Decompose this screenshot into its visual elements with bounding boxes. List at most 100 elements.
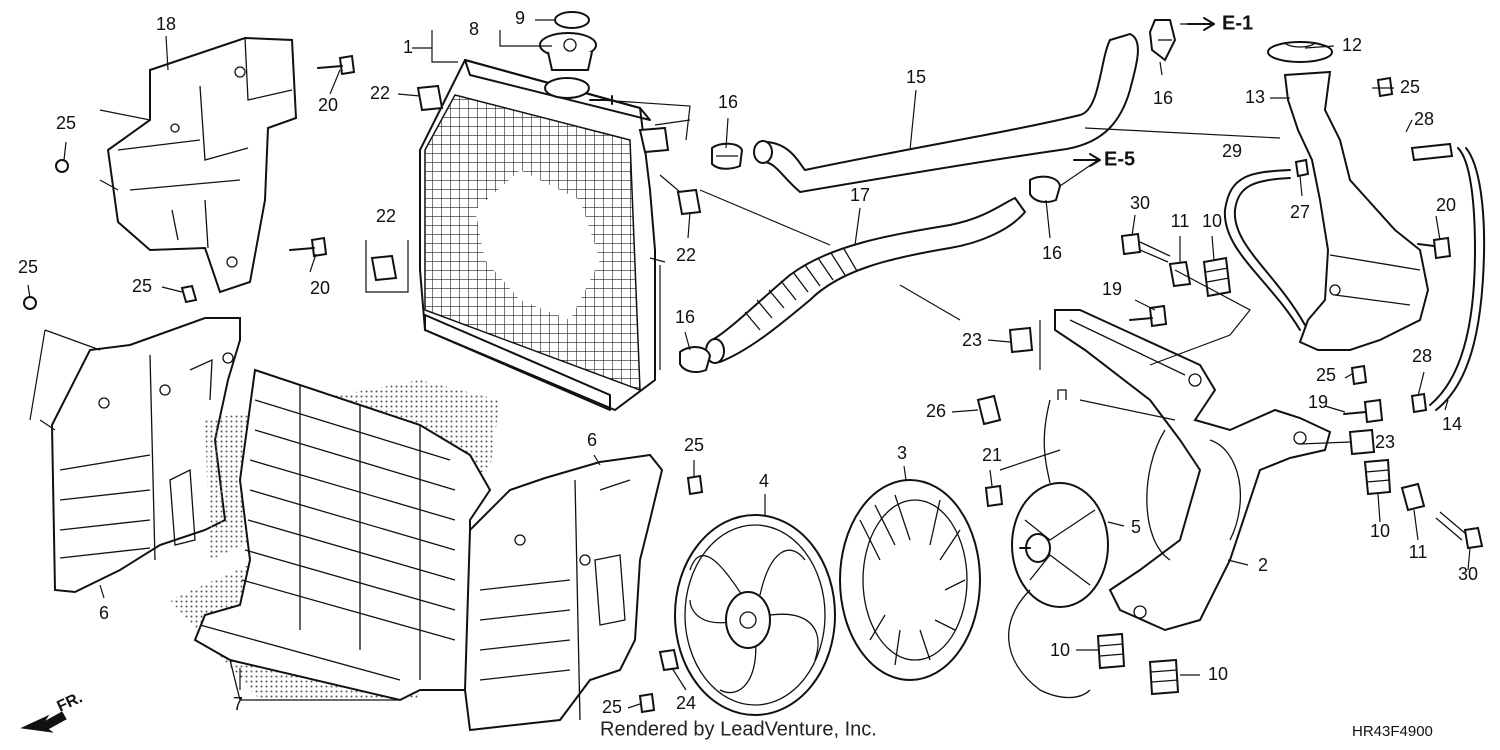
callout-22-a: 22 bbox=[370, 83, 390, 103]
part-11-collar-b[interactable] bbox=[1400, 482, 1426, 512]
part-30-bolt-b[interactable] bbox=[1435, 511, 1484, 550]
part-17-lower-hose[interactable] bbox=[705, 196, 1027, 364]
part-30-bolt-a[interactable] bbox=[1120, 232, 1171, 263]
part-1-radiator[interactable] bbox=[419, 58, 670, 412]
part-20-bolt-a[interactable] bbox=[317, 54, 356, 76]
part-28-clamp[interactable] bbox=[1410, 392, 1428, 414]
callout-11-a: 11 bbox=[1171, 211, 1190, 231]
front-direction-indicator: FR. bbox=[20, 689, 86, 733]
part-8-radiator-cap[interactable] bbox=[538, 32, 598, 71]
callout-18: 18 bbox=[156, 14, 176, 34]
callout-15: 15 bbox=[906, 67, 926, 87]
section-reference-e1[interactable]: E-1 bbox=[1187, 12, 1253, 34]
callout-16-b: 16 bbox=[1153, 88, 1173, 108]
callout-20-c: 20 bbox=[1436, 195, 1456, 215]
callout-19-b: 19 bbox=[1308, 392, 1328, 412]
callout-21: 21 bbox=[982, 445, 1002, 465]
callout-10-d: 10 bbox=[1208, 664, 1228, 684]
part-22-clip-b[interactable] bbox=[365, 240, 409, 293]
callout-28-a: 28 bbox=[1414, 109, 1434, 129]
callout-30-b: 30 bbox=[1458, 564, 1478, 584]
part-23-clip-a[interactable] bbox=[1008, 320, 1041, 370]
callout-29: 29 bbox=[1222, 141, 1242, 161]
part-22-clip-c[interactable] bbox=[676, 188, 702, 216]
callout-13: 13 bbox=[1245, 87, 1265, 107]
callout-16-a: 16 bbox=[718, 92, 738, 112]
callout-25-b: 25 bbox=[18, 257, 38, 277]
part-23-clip-b[interactable] bbox=[1348, 428, 1376, 456]
part-16-hose-clamp-a[interactable] bbox=[711, 142, 744, 170]
part-25-bolt-g[interactable] bbox=[1350, 364, 1368, 386]
callout-19-a: 19 bbox=[1102, 279, 1122, 299]
diagram-code: HR43F4900 bbox=[1352, 723, 1433, 740]
callout-10-b: 10 bbox=[1370, 521, 1390, 541]
part-13-reserve-tank[interactable] bbox=[1283, 70, 1430, 351]
section-reference-e5[interactable]: E-5 bbox=[1073, 148, 1135, 170]
part-24-nut[interactable] bbox=[658, 648, 680, 672]
part-10-grommet-d[interactable] bbox=[1148, 658, 1180, 696]
callout-23-a: 23 bbox=[962, 330, 982, 350]
callout-4: 4 bbox=[759, 471, 769, 491]
callout-30-a: 30 bbox=[1130, 193, 1150, 213]
part-25-bolt-f[interactable] bbox=[1376, 76, 1394, 98]
part-16-hose-clamp-c[interactable] bbox=[1029, 175, 1062, 203]
callout-25-g: 25 bbox=[1316, 365, 1336, 385]
callout-22-c: 22 bbox=[676, 245, 696, 265]
callout-9: 9 bbox=[515, 8, 525, 28]
callout-23-b: 23 bbox=[1375, 432, 1395, 452]
ref-e5-label: E-5 bbox=[1104, 148, 1135, 170]
callout-3: 3 bbox=[897, 443, 907, 463]
callout-17: 17 bbox=[850, 185, 870, 205]
ref-e1-label: E-1 bbox=[1222, 12, 1253, 34]
front-arrow-icon bbox=[20, 711, 67, 733]
part-25-bolt-c[interactable] bbox=[180, 284, 198, 304]
part-11-collar-a[interactable] bbox=[1168, 260, 1192, 288]
part-16-hose-clamp-b[interactable] bbox=[1148, 19, 1177, 62]
part-16-hose-clamp-d[interactable] bbox=[679, 346, 712, 373]
callout-16-c: 16 bbox=[1042, 243, 1062, 263]
part-19-bolt-a[interactable] bbox=[1129, 304, 1168, 328]
callout-10-a: 10 bbox=[1202, 211, 1222, 231]
part-7-grille[interactable] bbox=[193, 368, 492, 702]
part-15-upper-hose[interactable] bbox=[753, 32, 1139, 194]
callout-1: 1 bbox=[403, 37, 413, 57]
callout-5: 5 bbox=[1131, 517, 1141, 537]
part-25-bolt-e[interactable] bbox=[638, 692, 656, 714]
direction-label: FR. bbox=[55, 689, 86, 715]
part-3-fan-shroud[interactable] bbox=[839, 479, 981, 681]
part-10-grommet-b[interactable] bbox=[1363, 458, 1392, 496]
part-20-bolt-b[interactable] bbox=[289, 236, 328, 258]
part-5-fan-motor[interactable] bbox=[1008, 389, 1109, 699]
callout-2: 2 bbox=[1258, 555, 1268, 575]
part-26-clip[interactable] bbox=[976, 394, 1002, 426]
callout-25-f: 25 bbox=[1400, 77, 1420, 97]
callout-28-b: 28 bbox=[1412, 346, 1432, 366]
callout-22-b: 22 bbox=[376, 206, 396, 226]
part-14-breather-hose[interactable] bbox=[1429, 147, 1486, 411]
part-22-clip-a[interactable] bbox=[416, 84, 444, 112]
callout-27: 27 bbox=[1290, 202, 1310, 222]
part-27-clamp[interactable] bbox=[1294, 158, 1310, 178]
part-18-radiator-bracket[interactable] bbox=[106, 36, 298, 294]
part-25-bolt-d[interactable] bbox=[686, 474, 704, 496]
part-9-cap-seal[interactable] bbox=[554, 11, 590, 29]
part-12-tank-cap[interactable] bbox=[1266, 41, 1334, 63]
part-6-right-shroud[interactable] bbox=[463, 453, 664, 732]
callout-25-e: 25 bbox=[602, 697, 622, 717]
callout-20-a: 20 bbox=[318, 95, 338, 115]
callout-11-b: 11 bbox=[1409, 542, 1428, 562]
part-4-fan[interactable] bbox=[674, 514, 836, 716]
part-10-grommet-a[interactable] bbox=[1202, 256, 1232, 298]
callout-7: 7 bbox=[233, 694, 243, 714]
part-20-bolt-c[interactable] bbox=[1417, 236, 1452, 260]
part-29-overflow-hose[interactable] bbox=[1223, 169, 1306, 331]
part-25-bolt-b[interactable] bbox=[23, 296, 37, 310]
part-21-bolt[interactable] bbox=[984, 484, 1004, 508]
part-25-bolt-a[interactable] bbox=[55, 159, 69, 173]
part-28-small-hose[interactable] bbox=[1410, 142, 1454, 162]
footer-rendered-by: Rendered by LeadVenture, Inc. bbox=[600, 718, 877, 740]
part-19-bolt-b[interactable] bbox=[1343, 398, 1384, 424]
callout-25-a: 25 bbox=[56, 113, 76, 133]
part-10-grommet-c[interactable] bbox=[1096, 632, 1126, 670]
